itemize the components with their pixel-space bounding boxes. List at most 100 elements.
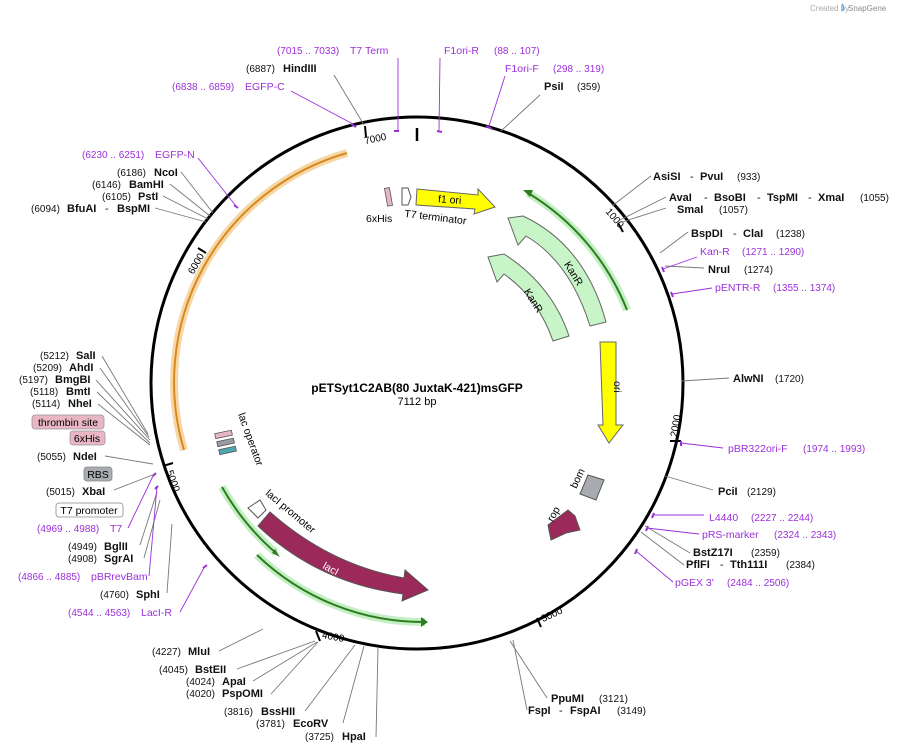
site-tth111i-name[interactable]: Tth111I xyxy=(730,559,767,571)
kanr-gene-arc[interactable] xyxy=(527,192,628,311)
primer-leaders xyxy=(127,57,724,613)
primer-kanr-name[interactable]: Kan-R xyxy=(700,246,730,258)
tick-5000 xyxy=(162,462,174,467)
rbs-feature[interactable] xyxy=(218,445,237,456)
site-hindiii-name[interactable]: HindIII xyxy=(283,63,317,75)
t7-terminator-shape[interactable] xyxy=(401,187,412,206)
site-ahdi-name[interactable]: AhdI xyxy=(69,362,93,374)
site-bglii-name[interactable]: BglII xyxy=(104,541,128,553)
site-bsteii-name[interactable]: BstEII xyxy=(195,664,226,676)
site-ndei-name[interactable]: NdeI xyxy=(73,451,97,463)
site-bmti-name[interactable]: BmtI xyxy=(66,386,90,398)
ori-arrow[interactable] xyxy=(597,341,625,444)
site-apai-name[interactable]: ApaI xyxy=(222,676,246,688)
site-pspomi-pos: (4020) xyxy=(186,689,215,700)
primer-t7term-name[interactable]: T7 Term xyxy=(350,45,389,57)
lac-operator-features[interactable] xyxy=(214,429,237,456)
primer-egfpn-range: (6230 .. 6251) xyxy=(82,150,144,161)
primer-egfpc-name[interactable]: EGFP-C xyxy=(245,81,285,93)
primer-l4440-range: (2227 .. 2244) xyxy=(751,513,813,524)
site-bsobi-name[interactable]: BsoBI xyxy=(714,192,746,204)
site-hpai-name[interactable]: HpaI xyxy=(342,731,366,743)
svg-text:-: - xyxy=(720,559,724,571)
t7-promoter-box[interactable] xyxy=(55,502,124,518)
tick-3000 xyxy=(536,617,542,628)
site-bspdi-name[interactable]: BspDI xyxy=(691,228,723,240)
lac-operator-label: lac operator xyxy=(235,411,265,468)
site-fspai-name[interactable]: FspAI xyxy=(570,705,601,717)
laci-promoter-arrow[interactable] xyxy=(247,499,267,519)
kanr-gene-arrowhead xyxy=(523,190,533,197)
site-nrui-name[interactable]: NruI xyxy=(708,264,730,276)
site-bstz17i-name[interactable]: BstZ17I xyxy=(693,547,733,559)
site-xmai-name[interactable]: XmaI xyxy=(818,192,844,204)
rop-arrow[interactable] xyxy=(547,509,581,541)
site-smal-name[interactable]: SmaI xyxy=(677,204,703,216)
site-ppumi-name[interactable]: PpuMI xyxy=(551,693,584,705)
primer-pentr-name[interactable]: pENTR-R xyxy=(715,282,761,294)
site-pspomi-name[interactable]: PspOMI xyxy=(222,688,263,700)
site-bmgbi-name[interactable]: BmgBI xyxy=(55,374,90,386)
site-pvui-name[interactable]: PvuI xyxy=(700,171,723,183)
thrombin-box[interactable] xyxy=(31,414,105,430)
backbone-circle[interactable] xyxy=(149,115,685,651)
site-psti-name[interactable]: PstI xyxy=(138,191,158,203)
site-bfuai-name[interactable]: BfuAI xyxy=(67,203,96,215)
primer-l4440-name[interactable]: L4440 xyxy=(709,512,738,524)
tick-label-7000: 7000 xyxy=(363,132,387,147)
lac-arc1[interactable] xyxy=(221,486,277,554)
lac-arc2[interactable] xyxy=(256,554,426,624)
primer-t7-name[interactable]: T7 xyxy=(110,523,122,535)
kanr-arrow-1[interactable] xyxy=(507,215,607,327)
his-feature[interactable] xyxy=(216,437,235,448)
t7-terminator-label: T7 terminator xyxy=(404,208,468,228)
primer-egfpn-name[interactable]: EGFP-N xyxy=(155,149,195,161)
site-asisi-name[interactable]: AsiSI xyxy=(653,171,681,183)
t7-promoter-box-label: T7 promoter xyxy=(60,505,118,517)
site-nhei-name[interactable]: NheI xyxy=(68,398,92,410)
tick-7000 xyxy=(364,125,367,138)
rbs-box[interactable] xyxy=(83,466,113,482)
site-clai-name[interactable]: ClaI xyxy=(743,228,763,240)
primer-pgex-name[interactable]: pGEX 3' xyxy=(675,577,714,589)
snapgene-credit: Created by SnapGene xyxy=(810,3,887,13)
site-psii-name[interactable]: PsiI xyxy=(544,81,564,93)
site-leaders xyxy=(95,74,730,738)
his-box[interactable] xyxy=(69,430,106,446)
primer-laciR-name[interactable]: LacI-R xyxy=(141,607,172,619)
svg-text:-: - xyxy=(559,705,563,717)
site-bsshii-name[interactable]: BssHII xyxy=(261,706,295,718)
kanr-arrow-2[interactable] xyxy=(487,253,570,342)
site-pflfi-name[interactable]: PflFI xyxy=(686,559,710,571)
primer-f1orif-name[interactable]: F1ori-F xyxy=(505,63,539,75)
primer-f1orir-name[interactable]: F1ori-R xyxy=(444,45,479,57)
site-sali-name[interactable]: SalI xyxy=(76,350,96,362)
site-psii-pos: (359) xyxy=(577,82,600,93)
laci-arrow[interactable] xyxy=(257,511,429,602)
site-aval-name[interactable]: AvaI xyxy=(669,192,692,204)
site-ecorv-name[interactable]: EcoRV xyxy=(293,718,329,730)
plasmid-size: 7112 bp xyxy=(398,396,437,408)
f1-ori-arrow[interactable] xyxy=(415,187,496,215)
site-sphi-name[interactable]: SphI xyxy=(136,589,160,601)
site-alwni-name[interactable]: AlwNI xyxy=(733,373,764,385)
egfp-arc[interactable] xyxy=(173,152,348,451)
site-bamhi-name[interactable]: BamHI xyxy=(129,179,164,191)
site-mlui-name[interactable]: MluI xyxy=(188,646,210,658)
site-apai-pos: (4024) xyxy=(186,677,215,688)
his-tag-top[interactable] xyxy=(384,187,393,207)
site-pcii-name[interactable]: PciI xyxy=(718,486,738,498)
site-xbai-name[interactable]: XbaI xyxy=(82,486,105,498)
bom-box[interactable] xyxy=(579,474,605,501)
primer-pbrrev-name[interactable]: pBRrevBam xyxy=(91,571,148,583)
site-fspi-name[interactable]: FspI xyxy=(528,705,551,717)
site-tspmi-name[interactable]: TspMI xyxy=(767,192,798,204)
primer-pbr322-name[interactable]: pBR322ori-F xyxy=(728,443,788,455)
site-ncoi-name[interactable]: NcoI xyxy=(154,167,178,179)
site-ahdi-pos: (5209) xyxy=(33,363,62,374)
thrombin-feature[interactable] xyxy=(214,429,233,440)
primer-prs-name[interactable]: pRS-marker xyxy=(702,529,759,541)
site-sgrai-name[interactable]: SgrAI xyxy=(104,553,133,565)
site-bspmi-name[interactable]: BspMI xyxy=(117,203,150,215)
svg-text:-: - xyxy=(733,228,737,240)
